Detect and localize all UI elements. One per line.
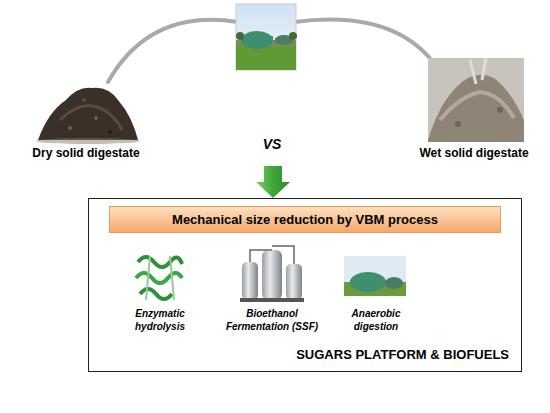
flow-arrow: [256, 166, 290, 198]
digester-icon: [385, 277, 403, 289]
digester-icon: [344, 256, 406, 296]
dry-digestate-pile: [82, 98, 86, 102]
digester-icon: [350, 280, 386, 286]
dry-digestate-pile: [68, 126, 72, 130]
wet-digestate-pile: [428, 75, 524, 142]
wet-digestate-pile: [440, 92, 514, 120]
wet-digestate-pile: [470, 58, 486, 84]
fermenter-icon: [240, 298, 304, 302]
enzyme-icon: [138, 257, 182, 267]
wet-digestate-pile: [455, 121, 461, 127]
output-box: SUGARS PLATFORM & BIOFUELS Mechanical siz…: [88, 198, 522, 372]
dry-digestate-pile: [36, 138, 140, 144]
icon-label: Anaerobic digestion: [339, 308, 413, 333]
comparison-label: VS: [252, 136, 292, 154]
enzyme-icon: [136, 273, 182, 283]
fermenter-icon: [240, 246, 304, 302]
input-label: Dry solid digestate: [11, 146, 161, 161]
dry-digestate-pile: [108, 130, 112, 134]
fermenter-icon: [286, 264, 302, 300]
fermenter-icon: [242, 262, 258, 300]
biogas-plant-photo: [236, 4, 296, 70]
dry-digestate-pile: [38, 88, 138, 140]
fermenter-icon: [250, 246, 294, 264]
enzyme-icon: [136, 256, 182, 300]
digester-icon: [350, 272, 386, 292]
wet-digestate-pile: [428, 58, 524, 142]
biogas-plant-photo: [289, 32, 297, 40]
fermenter-icon: [262, 250, 282, 300]
band-title: Mechanical size reduction by VBM process: [172, 212, 438, 227]
dry-digestate-pile: [94, 116, 98, 120]
connecting-arc: [108, 20, 238, 82]
dry-digestate-pile: [36, 88, 140, 144]
biogas-plant-photo: [236, 32, 244, 40]
enzyme-icon: [146, 256, 174, 300]
input-label: Wet solid digestate: [399, 146, 549, 161]
biogas-plant-photo: [241, 36, 273, 44]
connecting-arc: [294, 19, 440, 72]
wet-digestate-pile: [497, 107, 503, 113]
enzyme-icon: [140, 289, 172, 299]
flow-arrow: [256, 166, 290, 198]
digester-icon: [344, 256, 406, 296]
biogas-plant-photo: [241, 31, 273, 49]
icon-label: Enzymatic hydrolysis: [123, 308, 197, 333]
wet-digestate-pile: [428, 58, 524, 142]
process-band: Mechanical size reduction by VBM process: [109, 206, 501, 233]
biogas-plant-photo: [236, 4, 297, 70]
dry-digestate-pile: [60, 106, 122, 130]
icon-label: Bioethanol Fermentation (SSF): [216, 308, 328, 333]
box-caption: SUGARS PLATFORM & BIOFUELS: [296, 347, 509, 362]
